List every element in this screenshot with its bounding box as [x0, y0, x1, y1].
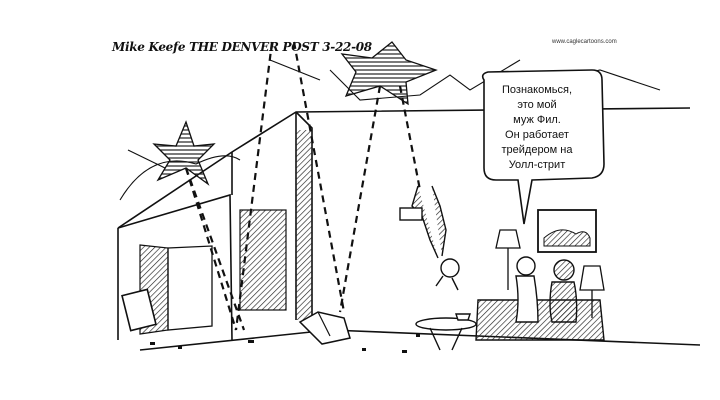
- inner-doorway: [239, 209, 287, 311]
- coffee-table: [415, 313, 477, 351]
- speech-bubble: [481, 69, 605, 225]
- couple-on-couch: [475, 256, 605, 341]
- ceiling-hole-left: [152, 120, 216, 186]
- speech-line: Познакомься,: [502, 84, 572, 96]
- speech-line: Уолл-стрит: [508, 159, 566, 171]
- falling-man: [399, 185, 460, 291]
- trajectory-lines: [184, 41, 422, 331]
- speech-line: это мой: [517, 99, 557, 111]
- speech-line: Он работает: [505, 129, 569, 141]
- speech-line: муж Фил.: [513, 114, 561, 126]
- broken-chair: [298, 311, 351, 345]
- door: [167, 245, 213, 331]
- speech-bubble-text: Познакомься, это мой муж Фил. Он работае…: [482, 83, 592, 173]
- artist-signature: Mike Keefe THE DENVER POST 3-22-08: [112, 40, 372, 54]
- lamp-left: [495, 229, 521, 290]
- site-credit: www.caglecartoons.com: [552, 39, 617, 45]
- side-wall-hatch: [296, 130, 312, 320]
- speech-line: трейдером на: [501, 144, 573, 156]
- fallen-frame: [121, 288, 157, 332]
- floor-debris: [150, 334, 420, 353]
